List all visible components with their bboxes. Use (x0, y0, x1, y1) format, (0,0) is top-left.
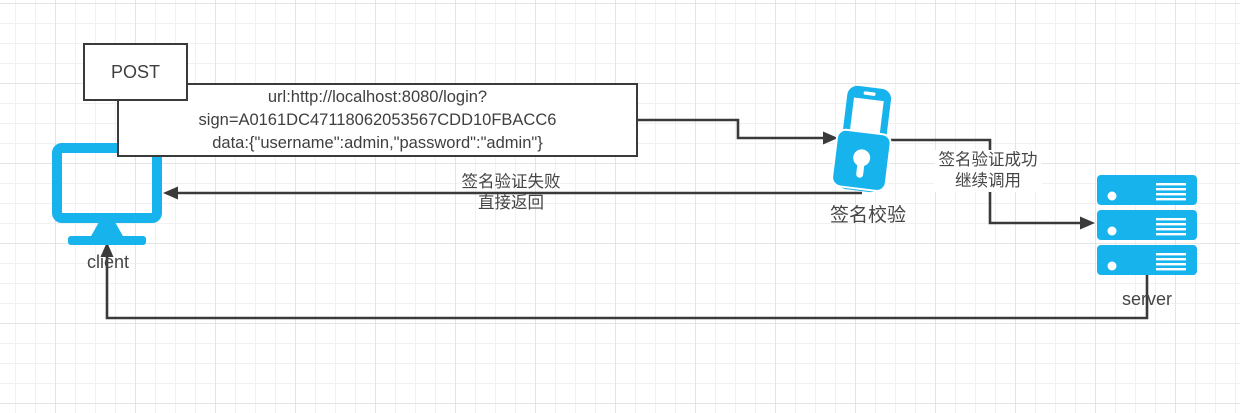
success-note-line1: 签名验证成功 (938, 151, 1038, 169)
arrowhead-into-gateway (823, 131, 838, 145)
request-sign-line: sign=A0161DC47118062053567CDD10FBACC6 (198, 110, 557, 129)
fail-note[interactable]: 签名验证失败 直接返回 (462, 172, 561, 214)
gateway-label[interactable]: 签名校验 (829, 205, 907, 226)
edge-request-to-gateway[interactable] (638, 118, 823, 140)
edge-server-response-to-client[interactable] (105, 257, 1149, 320)
arrowhead-into-client-bottom (100, 242, 114, 257)
server-label[interactable]: server (1121, 289, 1173, 309)
success-note-line2: 继续调用 (955, 172, 1021, 190)
post-box[interactable]: POST (83, 43, 188, 101)
request-url-line: url:http://localhost:8080/login? (267, 87, 488, 106)
client-label[interactable]: client (86, 252, 130, 272)
arrowhead-into-client-side (163, 186, 178, 200)
server-stack-icon[interactable] (1097, 175, 1197, 275)
fail-note-line2: 直接返回 (478, 194, 544, 212)
success-note[interactable]: 签名验证成功 继续调用 (934, 150, 1042, 192)
phone-lock-icon[interactable] (831, 84, 897, 194)
monitor-icon[interactable] (52, 143, 162, 245)
request-data-line: data:{"username":admin,"password":"admin… (212, 133, 543, 152)
arrowhead-into-server (1080, 216, 1095, 230)
fail-note-line1: 签名验证失败 (461, 173, 561, 191)
request-box[interactable]: url:http://localhost:8080/login? sign=A0… (117, 83, 638, 157)
